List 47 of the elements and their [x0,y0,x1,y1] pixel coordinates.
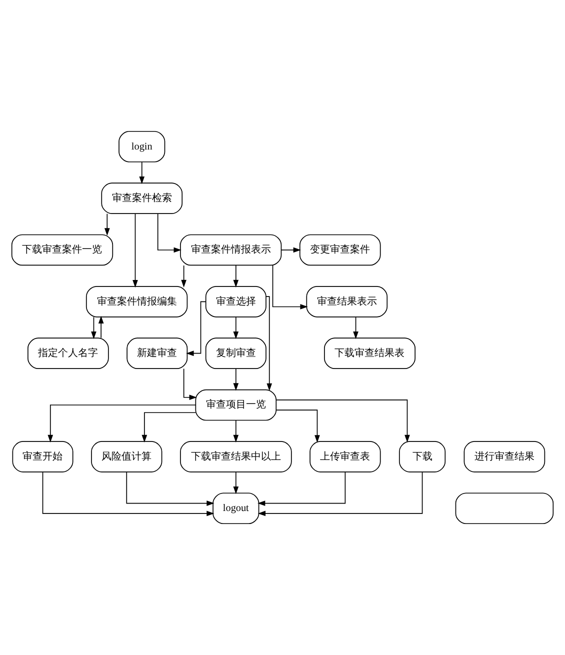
node-box [455,492,554,524]
node-box: 指定个人名字 [28,338,109,369]
arrow [181,265,186,288]
arrow [48,404,196,442]
arrow [258,472,423,516]
arrow [98,316,104,338]
node-box: 新建审查 [126,338,188,369]
arrow [258,472,346,506]
node-box: 下载审查结果中以上 [180,441,292,472]
arrow [233,265,239,288]
arrow [186,301,206,356]
node-box: 审查案件检索 [101,182,183,214]
node-box: 审查结果表示 [306,286,388,318]
arrow [126,472,214,506]
node-box: login [118,130,166,162]
node-box: 下载审查案件一览 [11,234,114,266]
node-box: logout [212,492,260,524]
arrow [272,265,308,310]
node-box: 审查案件情报编集 [86,286,188,318]
arrow [266,296,272,391]
node-box: 审查项目一览 [195,389,277,421]
arrow [276,410,320,443]
arrow [280,247,301,253]
node-box: 进行审查结果 [464,441,546,472]
node-box: 审查开始 [12,441,74,472]
node-box: 下载 [398,441,446,472]
node-box: 下载审查结果表 [324,338,416,369]
arrow [233,368,239,391]
arrow [142,412,196,443]
arrow [157,213,182,253]
arrow [233,316,239,340]
node-box: 审查选择 [205,286,266,318]
arrow [233,420,239,442]
node-box: 复制审查 [205,338,266,369]
arrow [276,400,410,442]
node-box: 风险值计算 [91,441,162,472]
node-box: 审查案件情报表示 [180,234,282,266]
arrow [42,472,214,516]
node-box: 上传审查表 [310,441,381,472]
arrow [132,213,138,288]
arrow [183,368,197,400]
node-box: 变更审查案件 [299,234,381,266]
arrow [104,213,110,236]
arrow [233,472,239,494]
arrow [139,162,145,184]
arrow [91,316,96,340]
arrow [353,316,358,340]
